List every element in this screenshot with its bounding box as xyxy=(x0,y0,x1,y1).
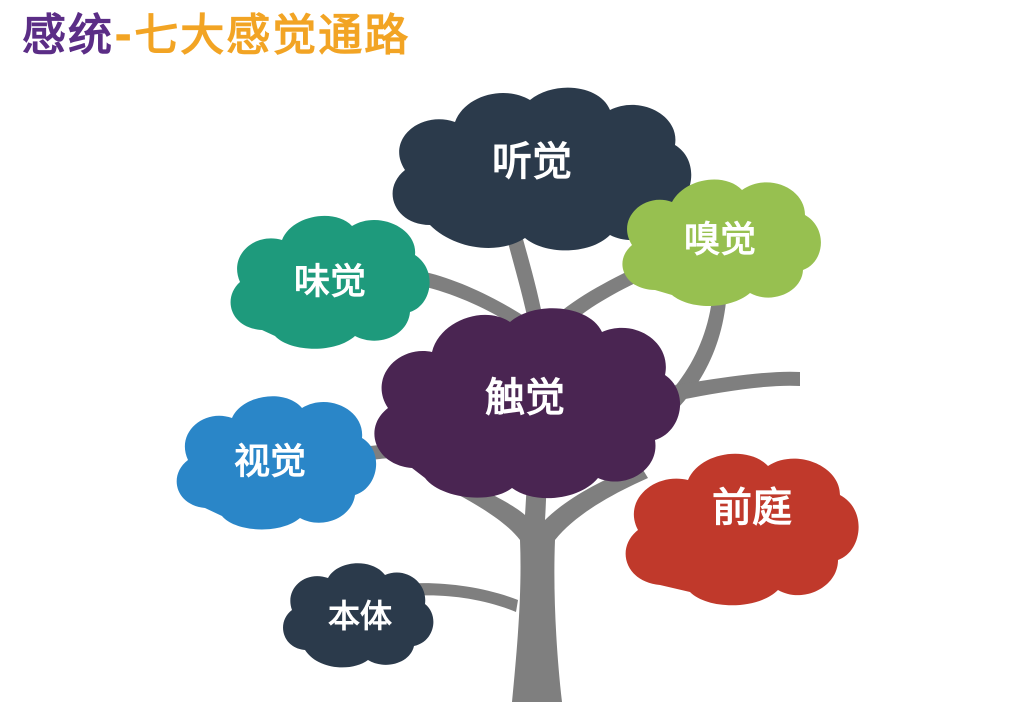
cloud-smell: 嗅觉 xyxy=(622,179,821,307)
cloud-vision: 视觉 xyxy=(176,396,377,530)
cloud-label-smell: 嗅觉 xyxy=(684,220,756,261)
cloud-label-hearing: 听觉 xyxy=(492,139,572,185)
cloud-label-vestibular: 前庭 xyxy=(712,485,792,531)
cloud-shape-hearing xyxy=(392,87,692,251)
cloud-touch: 触觉 xyxy=(374,308,681,499)
cloud-shape-vestibular xyxy=(625,453,859,606)
title-part2: 七大感觉通路 xyxy=(134,10,411,61)
cloud-taste: 味觉 xyxy=(230,215,430,349)
cloud-hearing: 听觉 xyxy=(392,87,692,251)
cloud-label-taste: 味觉 xyxy=(294,262,366,303)
title-part1: 感统 xyxy=(22,10,114,61)
cloud-shape-smell xyxy=(622,179,821,307)
cloud-shape-proprioception xyxy=(283,563,434,668)
cloud-label-vision: 视觉 xyxy=(234,442,306,483)
cloud-shape-vision xyxy=(176,396,377,530)
cloud-label-proprioception: 本体 xyxy=(328,597,392,635)
title-separator: - xyxy=(114,10,135,61)
cloud-shape-taste xyxy=(230,215,430,349)
cloud-shape-touch xyxy=(374,308,681,499)
cloud-label-touch: 触觉 xyxy=(485,375,565,421)
cloud-proprioception: 本体 xyxy=(283,563,434,668)
cloud-vestibular: 前庭 xyxy=(625,453,859,606)
page-title: 感统-七大感觉通路 xyxy=(22,6,410,66)
